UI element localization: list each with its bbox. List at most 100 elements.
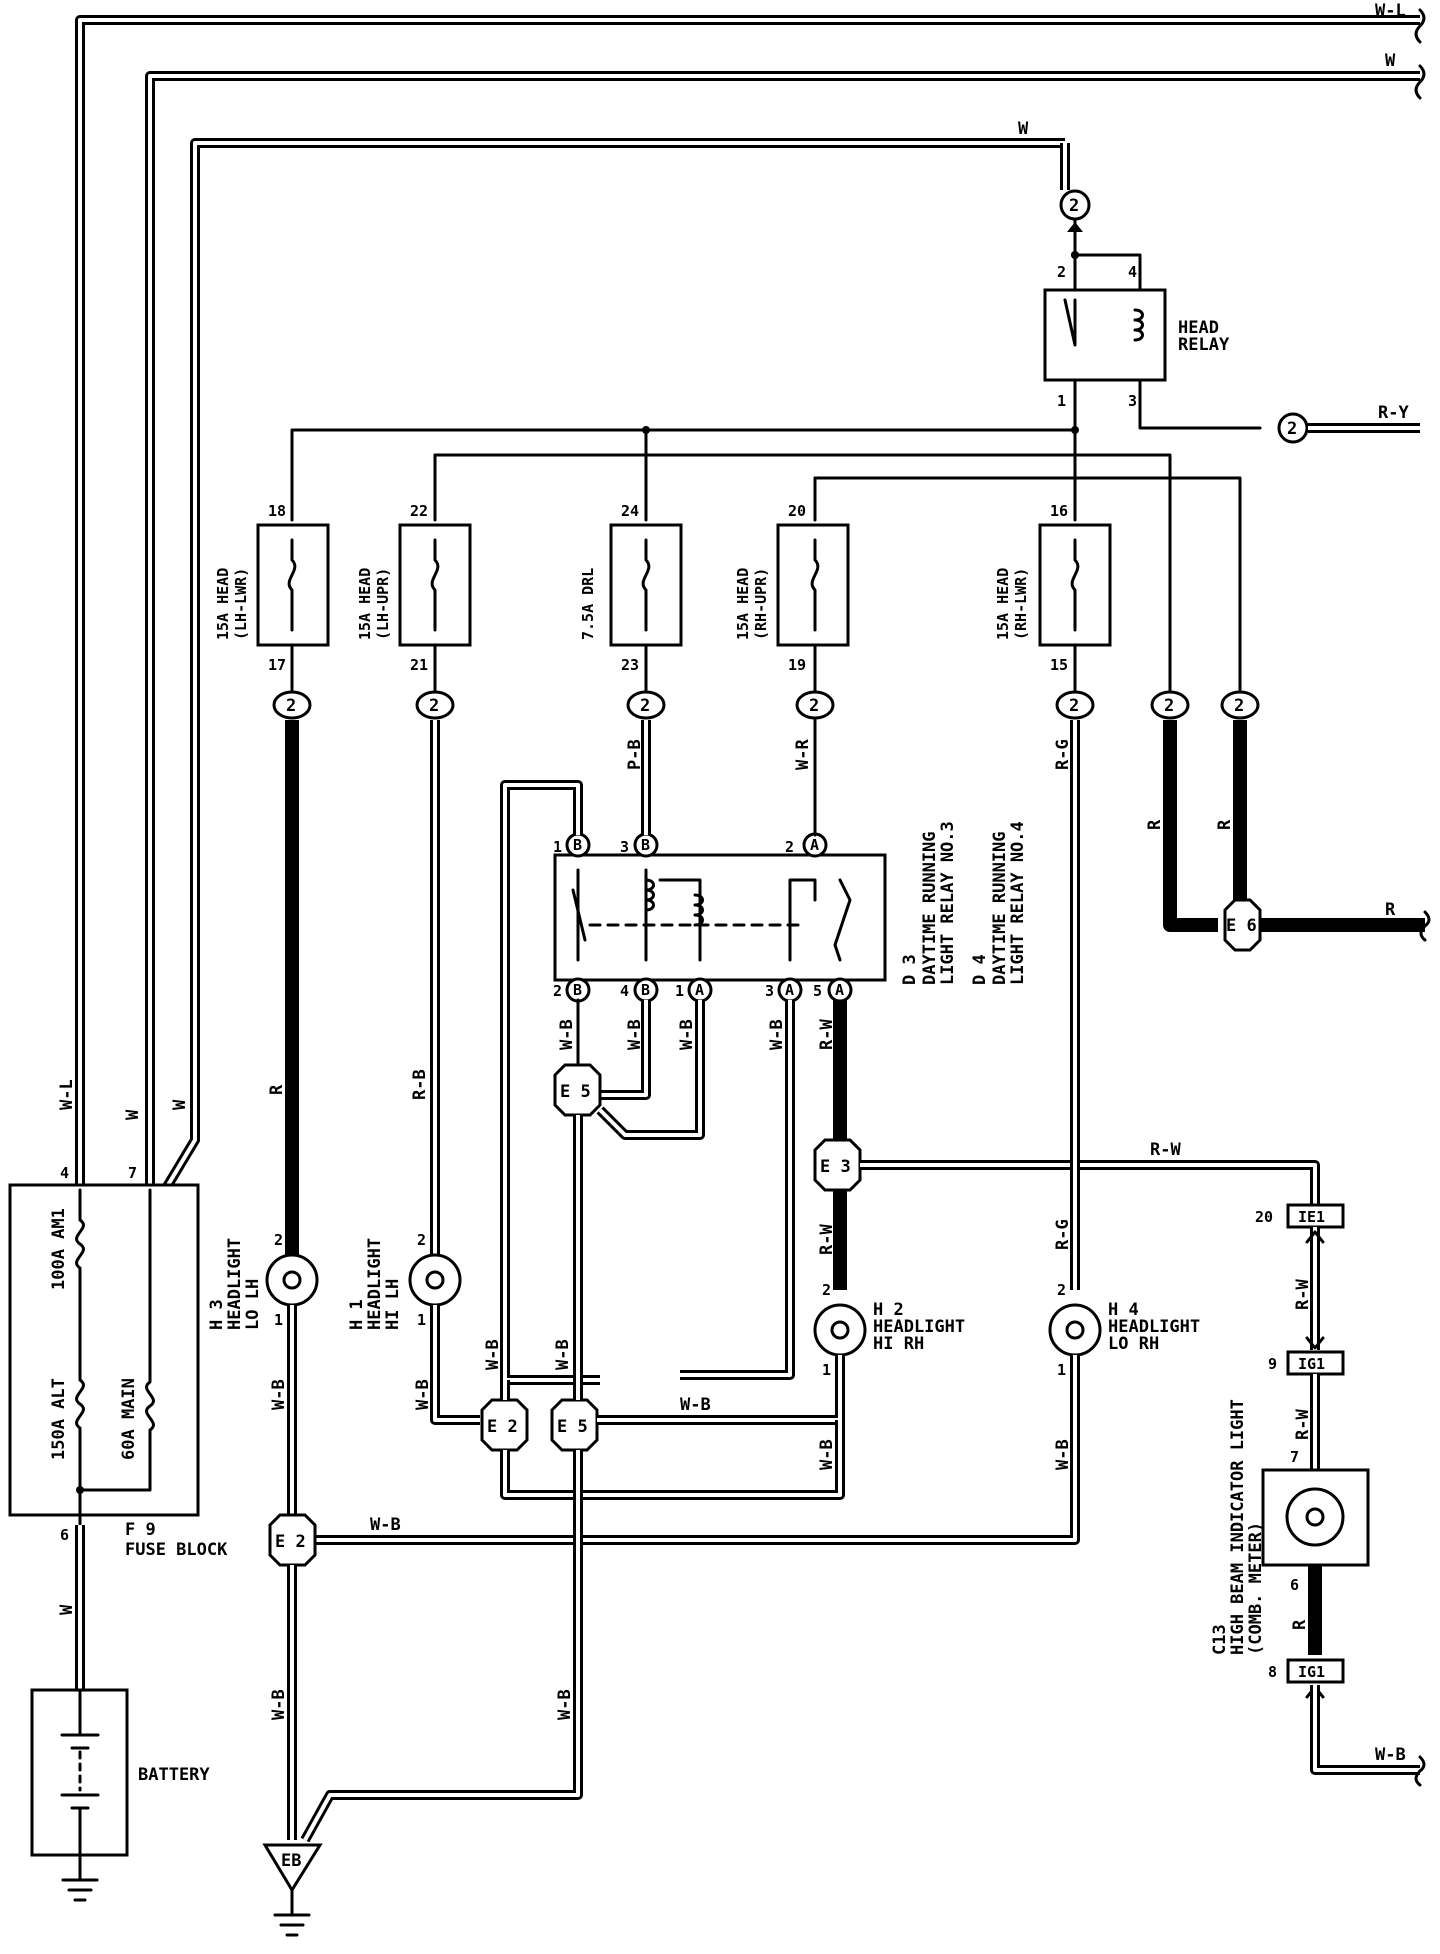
wire-label-r-y: R-Y <box>1378 403 1409 423</box>
wire-label-r-w-ie1: R-W <box>1293 1279 1313 1310</box>
drl-pin-bot-1: 1 <box>675 982 684 1000</box>
indicator-id: C13 <box>1210 1624 1230 1655</box>
battery: BATTERY <box>30 1688 210 1902</box>
splice-e5-top <box>553 1063 602 1117</box>
wire-label-w-b-h3: W-B <box>269 1379 289 1410</box>
wire-label-w-b-e2-low: W-B <box>370 1515 401 1535</box>
headlight-h4: 2 1 H 4 HEADLIGHT LO RH <box>1048 1281 1200 1379</box>
wire-label-r-w-d3-5: R-W <box>817 1019 837 1050</box>
fuse-rh-lwr-label2: (RH-LWR) <box>1012 568 1030 640</box>
head-relay-pin4: 4 <box>1128 263 1137 281</box>
drl-pin-bot-5: 5 <box>813 982 822 1000</box>
wire-label-r-e6-left: R <box>1145 819 1165 830</box>
fuse-block-pin4: 4 <box>60 1164 69 1182</box>
wire-label-w-top: W <box>1385 51 1396 71</box>
drl-pin-bot-3: 3 <box>765 982 774 1000</box>
fuse-lh-upr-label1: 15A HEAD <box>356 568 374 640</box>
indicator-pin6: 6 <box>1290 1576 1299 1594</box>
fuse-rh-upr-pin-bot: 19 <box>788 656 806 674</box>
drl-pin-top-1: 1 <box>553 838 562 856</box>
h3-pin-top: 2 <box>274 1231 283 1249</box>
wire-label-r-w-ig1: R-W <box>1293 1409 1313 1440</box>
drl-conn-b4-bot: B <box>641 981 650 999</box>
fuse-am1-label: 100A AM1 <box>49 1208 69 1290</box>
fuse-lh-upr: 22 21 <box>398 502 472 674</box>
wire-label-w-l-left: W-L <box>57 1079 77 1110</box>
h1-line1: HEADLIGHT <box>365 1238 385 1330</box>
fuse-drl-pin-bot: 23 <box>621 656 639 674</box>
conn-ig1-upper-label: IG1 <box>1298 1355 1325 1373</box>
indicator-line1: HIGH BEAM INDICATOR LIGHT <box>1228 1399 1248 1655</box>
drl-label-d4: D 4 <box>970 954 990 985</box>
ground-eb-label: EB <box>281 1851 301 1871</box>
pin-ig1-upper: 9 <box>1268 1355 1277 1373</box>
wire-label-w-l-top: W-L <box>1375 1 1406 21</box>
wire-label-w-relay: W <box>1018 119 1029 139</box>
wire-label-w-b-h2: W-B <box>817 1439 837 1470</box>
wire-label-r-g-lower: R-G <box>1053 1219 1073 1250</box>
feed-wires <box>75 8 1426 1193</box>
drl-text-d3-1: DAYTIME RUNNING <box>920 831 940 985</box>
wire-label-w-b-ig1: W-B <box>1375 1745 1406 1765</box>
h2-pin-top: 2 <box>822 1281 831 1299</box>
connector-2-relay-label: 2 <box>1069 196 1079 216</box>
splice-e5-mid-label: E 5 <box>557 1417 588 1437</box>
h4-id: H 4 <box>1108 1300 1139 1320</box>
fuse-rh-lwr-pin-top: 16 <box>1050 502 1068 520</box>
fuse-drl-pin-top: 24 <box>621 502 639 520</box>
h2-id: H 2 <box>873 1300 904 1320</box>
drl-conn-a2: A <box>810 836 819 854</box>
drl-conn-a1-bot: A <box>695 981 704 999</box>
wire-label-w-left2: W <box>170 1099 190 1110</box>
h4-line2: LO RH <box>1108 1334 1159 1354</box>
wire-label-r-b: R-B <box>410 1069 430 1100</box>
drl-text-d4-1: DAYTIME RUNNING <box>990 831 1010 985</box>
fuse-lh-upr-label2: (LH-UPR) <box>374 568 392 640</box>
conn-2-d: 2 <box>809 696 819 716</box>
headlight-h2: 2 1 H 2 HEADLIGHT HI RH <box>813 1281 965 1379</box>
h2-line1: HEADLIGHT <box>873 1317 965 1337</box>
splice-e2-mid-label: E 2 <box>487 1417 518 1437</box>
wire-label-r-w-e3: R-W <box>1150 1140 1181 1160</box>
wire-label-w-b-e5: W-B <box>553 1339 573 1370</box>
fuse-lh-lwr-pin-top: 18 <box>268 502 286 520</box>
indicator-line2: (COMB. METER) <box>1246 1522 1266 1655</box>
wire-label-r-e6-right: R <box>1215 819 1235 830</box>
fuse-rh-upr-label2: (RH-UPR) <box>752 568 770 640</box>
h1-pin-bot: 1 <box>417 1311 426 1329</box>
h1-id: H 1 <box>347 1299 367 1330</box>
drl-label-d3: D 3 <box>900 954 920 985</box>
wire-label-w-b-e5-low: W-B <box>680 1395 711 1415</box>
head-relay-pin3: 3 <box>1128 392 1137 410</box>
conn-2-e: 2 <box>1069 696 1079 716</box>
indicator-pin7: 7 <box>1290 1448 1299 1466</box>
h2-pin-bot: 1 <box>822 1361 831 1379</box>
fuse-lh-upr-pin-bot: 21 <box>410 656 428 674</box>
wire-label-p-b: P-B <box>625 739 645 770</box>
fuse-block-pin7: 7 <box>128 1164 137 1182</box>
wire-label-w-left: W <box>123 1109 143 1120</box>
fuse-rh-upr: 20 19 <box>776 502 850 674</box>
fuse-lh-lwr-label2: (LH-LWR) <box>232 568 250 640</box>
wire-label-w-b-e2: W-B <box>483 1339 503 1370</box>
wire-label-w-b-d3-2: W-B <box>557 1019 577 1050</box>
fuse-lh-lwr: 18 17 <box>256 502 330 674</box>
conn-ig1-lower <box>1286 1658 1345 1684</box>
h3-id: H 3 <box>207 1299 227 1330</box>
conn-2-g: 2 <box>1234 696 1244 716</box>
fuse-lh-lwr-pin-bot: 17 <box>268 656 286 674</box>
h4-line1: HEADLIGHT <box>1108 1317 1200 1337</box>
fuse-rh-lwr-pin-bot: 15 <box>1050 656 1068 674</box>
drl-pin-bot-4: 4 <box>620 982 629 1000</box>
head-relay-pin1: 1 <box>1057 392 1066 410</box>
fuse-rh-lwr: 16 15 <box>1038 502 1112 674</box>
fuse-block-name: FUSE BLOCK <box>125 1540 228 1560</box>
drl-conn-b1: B <box>573 836 582 854</box>
conn-2-a: 2 <box>286 696 296 716</box>
wire-label-r-w-h2: R-W <box>817 1224 837 1255</box>
conn-ie1-label: IE1 <box>1298 1208 1325 1226</box>
drl-relay-box <box>553 853 887 982</box>
drl-conn-a5-bot: A <box>835 981 844 999</box>
connector-2-ry-label: 2 <box>1287 419 1297 439</box>
